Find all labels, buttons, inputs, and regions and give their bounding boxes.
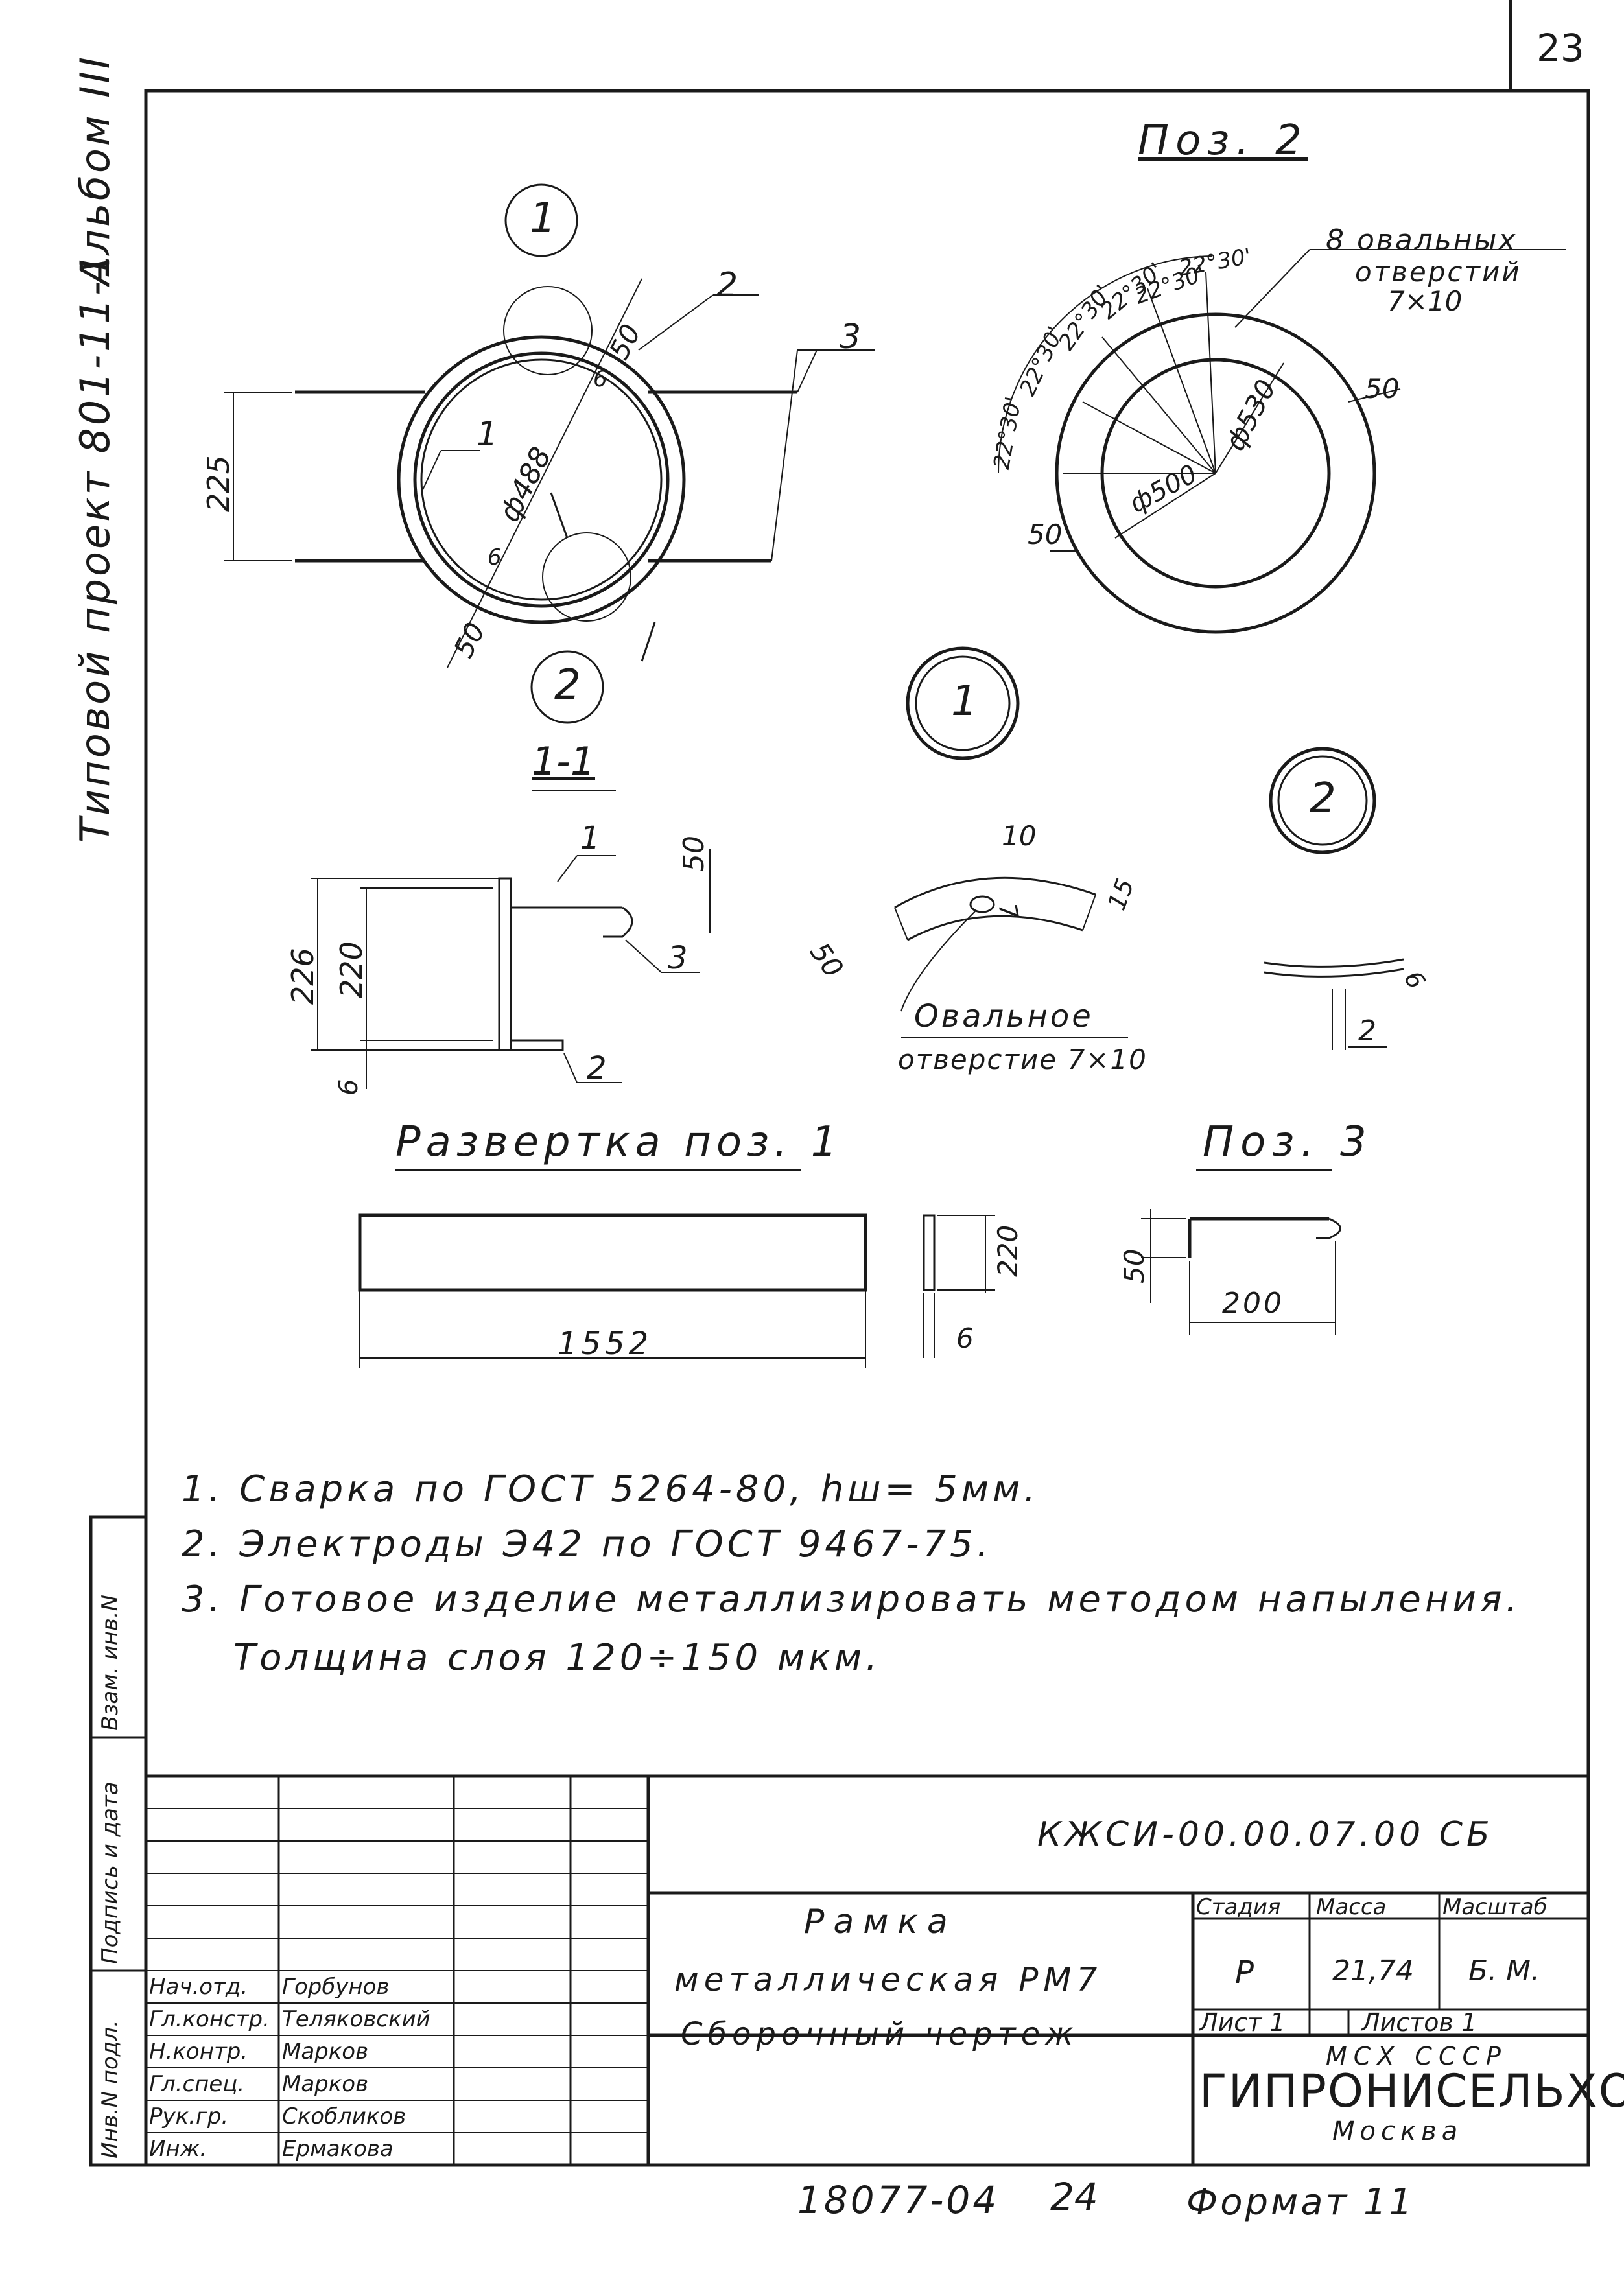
dim-1552: 1552 bbox=[558, 1326, 653, 1362]
dim-10: 10 bbox=[1002, 820, 1037, 852]
scale-label: Масштаб bbox=[1442, 1894, 1548, 1920]
frame-plan-view bbox=[224, 183, 875, 724]
dim-50-ring-left: 50 bbox=[1028, 519, 1063, 550]
note-1: 1. Сварка по ГОСТ 5264-80, hш= 5мм. bbox=[182, 1468, 1040, 1510]
pos-2-title: Поз. 2 bbox=[1138, 117, 1308, 165]
bottom-page: 24 bbox=[1050, 2175, 1098, 2219]
leader-1-label: 1 bbox=[477, 415, 499, 454]
dim-6-unfold: 6 bbox=[956, 1322, 974, 1354]
scale-value: Б. М. bbox=[1468, 1954, 1540, 1987]
title-line-3: Сборочный чертеж bbox=[681, 2016, 1079, 2052]
title-line-1: Рамка bbox=[804, 1903, 957, 1941]
oval-hole-detail bbox=[894, 876, 1128, 1038]
section-1-1 bbox=[311, 790, 711, 1089]
side-title: Типовой проект 801-11-1 bbox=[71, 250, 119, 843]
role-4: Гл.спец. bbox=[149, 2071, 245, 2097]
name-4: Марков bbox=[282, 2071, 369, 2097]
page-number: 23 bbox=[1536, 26, 1584, 70]
name-6: Ермакова bbox=[282, 2136, 394, 2162]
dim-6-bottom: 6 bbox=[488, 545, 502, 570]
doc-code: КЖСИ-00.00.07.00 СБ bbox=[1037, 1815, 1494, 1854]
callout-2-detail-label: 2 bbox=[1310, 775, 1336, 823]
callout-1-detail-label: 1 bbox=[951, 677, 978, 725]
name-2: Теляковский bbox=[282, 2006, 430, 2032]
title-block bbox=[146, 1774, 1588, 2165]
note-3-continued: Толщина слоя 120÷150 мкм. bbox=[233, 1637, 882, 1679]
section-leader-3: 3 bbox=[668, 940, 688, 976]
side-album: Альбом III bbox=[71, 54, 119, 285]
bottom-code: 18077-04 bbox=[797, 2178, 1000, 2222]
role-6: Инж. bbox=[149, 2136, 207, 2162]
callout-2-label: 2 bbox=[554, 661, 581, 709]
unfold-title: Развертка поз. 1 bbox=[395, 1118, 843, 1166]
oval-holes-note-3: 7×10 bbox=[1387, 285, 1463, 317]
sheet-label: Лист 1 bbox=[1199, 2008, 1286, 2037]
dim-200: 200 bbox=[1222, 1287, 1284, 1320]
stage-value: Р bbox=[1235, 1954, 1254, 1991]
org-city: Москва bbox=[1332, 2116, 1463, 2146]
leader-3-label: 3 bbox=[840, 318, 862, 357]
dim-50-ring-right: 50 bbox=[1365, 373, 1400, 404]
unfold-pos-1 bbox=[358, 1169, 995, 1368]
ring-plan-view bbox=[906, 249, 1566, 854]
mass-label: Масса bbox=[1316, 1894, 1387, 1920]
role-5: Рук.гр. bbox=[149, 2103, 229, 2129]
dim-220-section: 220 bbox=[334, 941, 369, 998]
role-3: Н.контр. bbox=[149, 2039, 248, 2065]
section-leader-1: 1 bbox=[580, 820, 600, 856]
name-1: Горбунов bbox=[282, 1974, 390, 2000]
note-3: 3. Готовое изделие металлизировать метод… bbox=[182, 1578, 1522, 1621]
dim-50-section: 50 bbox=[677, 836, 711, 872]
stage-label: Стадия bbox=[1196, 1894, 1281, 1920]
org-top: МСХ СССР bbox=[1326, 2042, 1507, 2070]
dim-6-section: 6 bbox=[334, 1079, 364, 1096]
role-2: Гл.констр. bbox=[149, 2006, 270, 2032]
callout-1-label: 1 bbox=[530, 194, 556, 242]
dim-50-pos3: 50 bbox=[1118, 1248, 1150, 1283]
pos-3-title: Поз. 3 bbox=[1203, 1118, 1373, 1166]
oval-hole-label-2: отверстие 7×10 bbox=[898, 1044, 1147, 1075]
callout-2-detail bbox=[1264, 958, 1404, 1050]
side-field-1: Взам. инв.N bbox=[97, 1594, 123, 1731]
dim-6-top: 6 bbox=[593, 366, 607, 392]
dim-226: 226 bbox=[285, 948, 320, 1005]
name-5: Скобликов bbox=[282, 2103, 406, 2129]
mass-value: 21,74 bbox=[1332, 1954, 1414, 1987]
format-label: Формат 11 bbox=[1186, 2181, 1415, 2223]
dim-220-unfold: 220 bbox=[992, 1225, 1024, 1277]
sheets-label: Листов 1 bbox=[1361, 2008, 1477, 2037]
oval-holes-note-2: отверстий bbox=[1355, 256, 1522, 288]
role-1: Нач.отд. bbox=[149, 1974, 248, 2000]
side-field-2: Подпись и дата bbox=[97, 1781, 123, 1964]
oval-holes-note-1: 8 овальных bbox=[1326, 224, 1518, 257]
dim-225: 225 bbox=[201, 455, 236, 512]
section-title: 1-1 bbox=[532, 739, 595, 784]
callout2-dim-2: 2 bbox=[1358, 1014, 1376, 1048]
name-3: Марков bbox=[282, 2039, 369, 2065]
side-field-3: Инв.N подл. bbox=[97, 2020, 123, 2159]
oval-hole-label-1: Овальное bbox=[914, 998, 1094, 1035]
title-line-2: металлическая РМ7 bbox=[674, 1961, 1103, 1998]
section-leader-2: 2 bbox=[587, 1050, 607, 1086]
leader-2-label: 2 bbox=[716, 266, 738, 305]
pos-3-view bbox=[1141, 1169, 1341, 1335]
org-name: ГИПРОНИСЕЛЬХОЗ bbox=[1199, 2065, 1624, 2118]
note-2: 2. Электроды Э42 по ГОСТ 9467-75. bbox=[182, 1523, 993, 1565]
sheet-frame bbox=[144, 89, 1590, 2167]
